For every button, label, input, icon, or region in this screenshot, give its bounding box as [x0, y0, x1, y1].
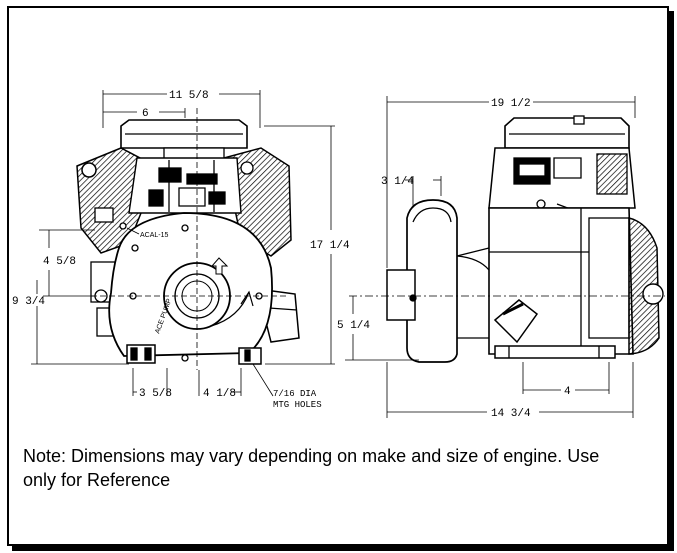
dim-pump-offset: 3 1/4	[381, 176, 414, 188]
reference-note: Note: Dimensions may vary depending on m…	[23, 446, 600, 490]
dim-half-width: 6	[142, 108, 149, 120]
side-dimensions	[345, 96, 636, 418]
dim-shaft-height: 5 1/4	[337, 320, 370, 332]
dim-side-height: 4 5/8	[43, 256, 76, 268]
mount-note-line2: MTG HOLES	[273, 400, 322, 410]
part-label: ACAL-15	[140, 232, 169, 239]
figure-frame: ACE PUMP ACAL-15	[7, 6, 669, 546]
dim-length: 14 3/4	[491, 408, 531, 420]
dim-base: 4	[564, 386, 571, 398]
pump-volute	[406, 199, 458, 363]
dim-bottom-right: 4 1/8	[203, 388, 236, 400]
dim-overall-width: 11 5/8	[169, 90, 209, 102]
mount-note-line1: 7/16 DIA	[273, 389, 317, 399]
side-view	[349, 115, 665, 363]
dim-height: 17 1/4	[310, 240, 350, 252]
dim-bottom-left: 3 5/8	[139, 388, 172, 400]
front-dimensions	[31, 90, 335, 397]
front-view	[76, 108, 300, 370]
dim-overall-length: 19 1/2	[491, 98, 531, 110]
engine-dimension-drawing: ACE PUMP ACAL-15	[12, 90, 665, 420]
dim-lower-height: 9 3/4	[12, 296, 45, 308]
